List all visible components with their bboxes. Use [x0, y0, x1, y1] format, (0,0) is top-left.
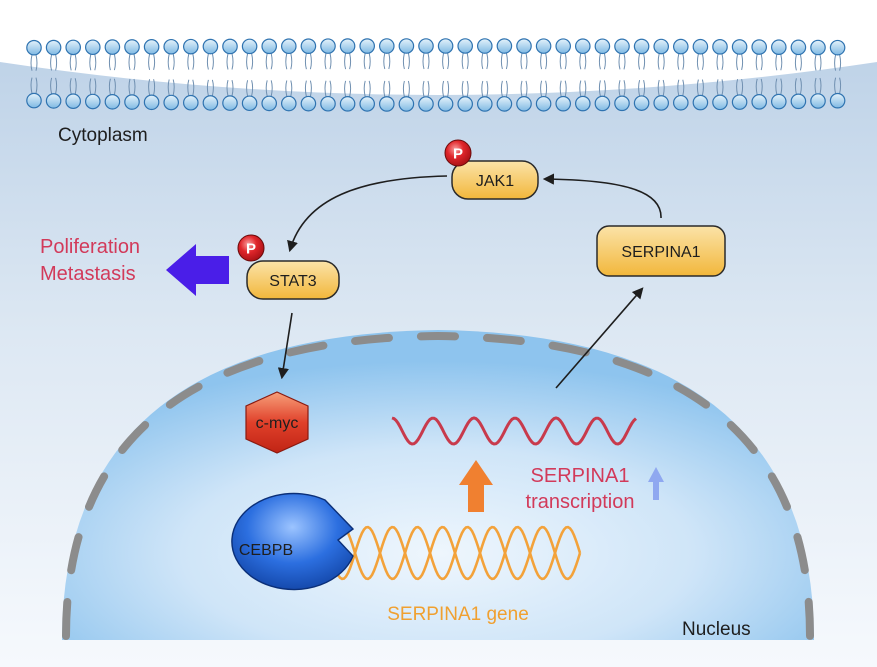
arrow-stat3-to-cmyc — [277, 312, 293, 380]
cmyc-protein: c-myc — [245, 391, 309, 454]
phospholipid — [594, 38, 611, 112]
phospholipid — [418, 38, 434, 112]
nucleus-label: Nucleus — [682, 619, 751, 640]
phospholipid — [300, 38, 317, 112]
phospholipid — [672, 38, 689, 111]
phospholipid — [614, 38, 630, 112]
phospholipid — [790, 39, 807, 110]
jak1-phospho-badge: P — [444, 139, 472, 167]
increase-small-up-arrow-icon — [648, 467, 664, 500]
phospholipid — [457, 38, 473, 112]
phospholipid — [261, 38, 277, 112]
phospholipid — [85, 39, 101, 110]
phospholipid — [339, 38, 356, 112]
arrow-serpina1-to-jak1 — [542, 173, 662, 219]
phospholipid — [574, 38, 591, 112]
gene-label: SERPINA1 gene — [387, 604, 529, 625]
cytoplasm-label: Cytoplasm — [58, 125, 148, 146]
phospholipid — [241, 38, 258, 112]
phospholipid — [692, 38, 709, 111]
arrow-jak1-to-stat3 — [287, 175, 448, 253]
serpina1-gene-dna-strand-b — [328, 525, 582, 581]
phospholipid — [712, 39, 728, 111]
transcription-label-line2: transcription — [526, 491, 635, 513]
phospholipid — [476, 38, 493, 112]
phospholipid — [222, 38, 238, 111]
phospholipid — [555, 38, 571, 112]
transcription-label-line1: SERPINA1 — [531, 465, 630, 487]
phospholipid — [398, 38, 415, 112]
svg-text:STAT3: STAT3 — [269, 273, 317, 290]
stat3-protein: STAT3 — [246, 260, 340, 300]
phospholipid — [829, 39, 846, 109]
phospholipid — [202, 38, 219, 111]
phospholipid — [359, 38, 375, 112]
phospholipid — [535, 38, 552, 112]
phospholipid — [45, 39, 62, 109]
phospholipid — [378, 38, 395, 112]
phospholipid — [633, 38, 650, 111]
phospholipid — [653, 38, 669, 111]
phospholipid — [65, 39, 81, 110]
jak1-protein: JAK1 — [451, 160, 539, 200]
svg-text:c-myc: c-myc — [256, 415, 299, 432]
transcription-up-arrow-icon — [459, 460, 493, 512]
cebpb-protein: CEBPB — [231, 492, 355, 591]
stat3-phospho-badge: P — [237, 234, 265, 262]
nuclear-envelope — [62, 331, 814, 640]
phospholipid — [516, 38, 532, 112]
outcome-arrow-icon — [166, 244, 229, 296]
phospholipid — [280, 38, 297, 112]
svg-text:SERPINA1: SERPINA1 — [621, 244, 700, 261]
phospholipid — [496, 38, 513, 112]
phospholipid — [124, 39, 140, 110]
svg-text:P: P — [246, 241, 256, 258]
svg-text:P: P — [453, 146, 463, 163]
phospholipid — [437, 38, 454, 112]
svg-text:CEBPB: CEBPB — [239, 542, 293, 559]
phospholipid — [183, 38, 199, 111]
serpina1-protein: SERPINA1 — [596, 225, 726, 277]
phospholipid — [810, 39, 826, 109]
cell-membrane — [26, 38, 846, 112]
phospholipid — [320, 38, 336, 112]
phospholipid — [143, 39, 160, 111]
phospholipid — [731, 39, 748, 110]
phospholipid — [751, 39, 767, 110]
arrow-transcription-to-serpina1 — [555, 287, 644, 389]
phospholipid — [26, 39, 42, 109]
outcome-label-metastasis: Metastasis — [40, 263, 136, 285]
outcome-label-proliferation: Poliferation — [40, 236, 140, 258]
svg-text:JAK1: JAK1 — [476, 173, 514, 190]
phospholipid — [104, 39, 121, 110]
serpina1-mrna-wave — [391, 416, 638, 446]
phospholipid — [163, 38, 179, 111]
phospholipid — [770, 39, 787, 110]
